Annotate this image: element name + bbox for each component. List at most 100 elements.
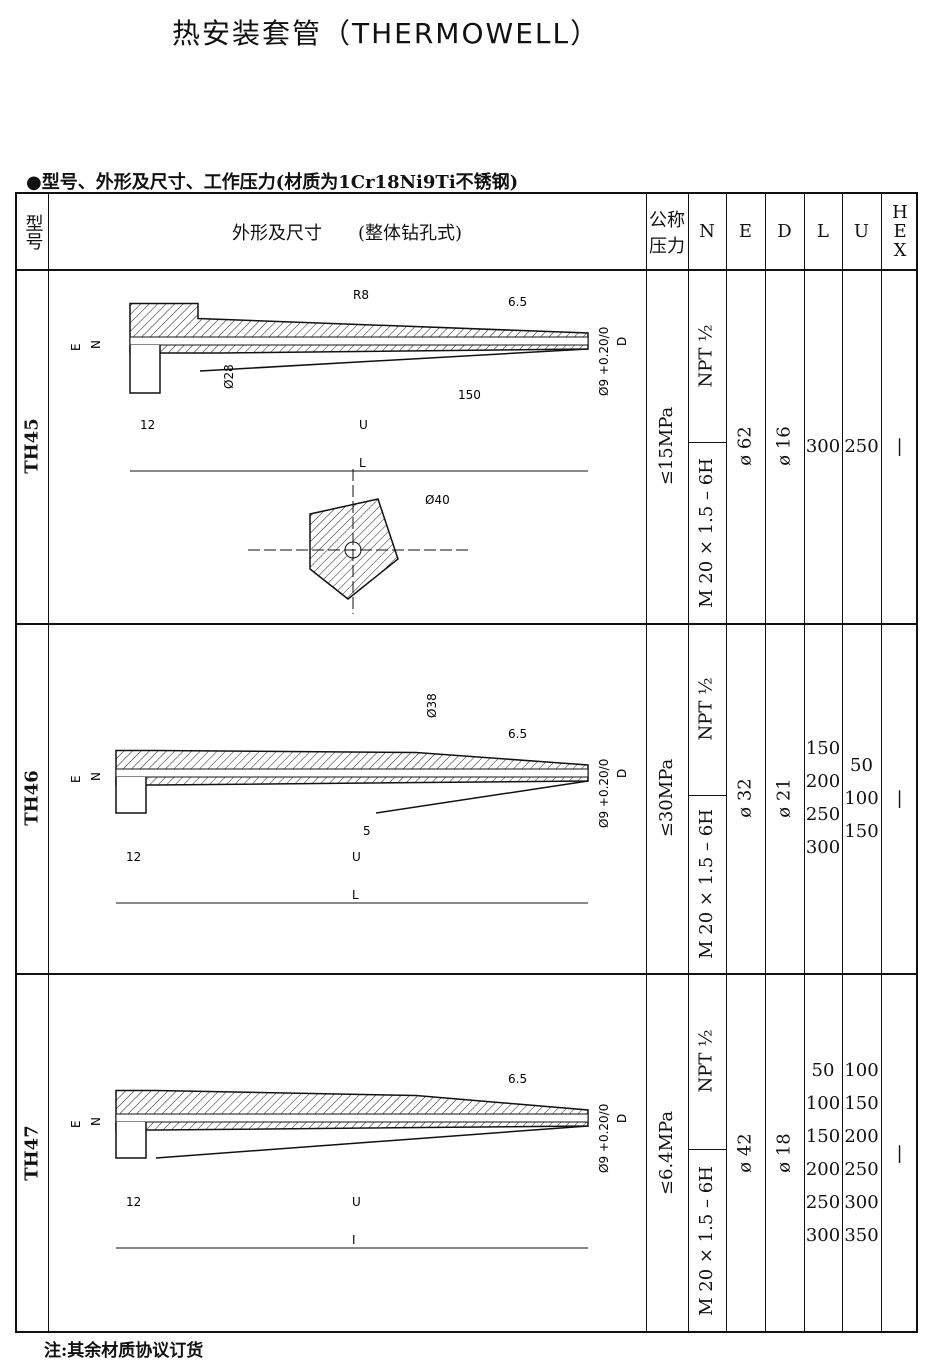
hex-cell: | [881, 269, 918, 623]
d-cell: ø 18 [765, 973, 804, 1333]
footnote: 注:其余材质协议订货 [44, 1341, 204, 1361]
dim-d: D [615, 1114, 629, 1123]
header-model: 型号 [22, 213, 44, 250]
hex-cell: | [881, 973, 918, 1333]
pressure-cell: ≤6.4MPa [646, 973, 688, 1333]
e-cell: ø 32 [726, 623, 765, 973]
hex-cell-text: | [896, 435, 903, 457]
dim-bore: Ø28 [222, 364, 236, 389]
dim-d: D [615, 337, 629, 346]
e-cell-text: ø 62 [734, 426, 756, 466]
model-cell-text: TH46 [21, 770, 43, 826]
l-cell-text: 50 100 150 200 250 300 [805, 1060, 841, 1246]
dim-tip: 6.5 [508, 1072, 527, 1086]
dim-u: U [359, 418, 368, 432]
e-cell-text: ø 32 [734, 778, 756, 818]
d-cell-text: ø 21 [773, 778, 795, 818]
n-top-cell: NPT ½ [688, 973, 726, 1149]
dim-tip: 6.5 [508, 295, 527, 309]
dim-d: D [615, 769, 629, 778]
model-cell: TH47 [17, 973, 48, 1333]
hex-cell: | [881, 623, 918, 973]
dim-bore: Ø38 [425, 693, 439, 718]
n-top-cell-text: NPT ½ [696, 677, 718, 741]
dim-d9: Ø9 +0.20/0 [597, 759, 611, 828]
dim-u: U [352, 850, 361, 864]
d-cell-text: ø 18 [773, 1133, 795, 1173]
n-bottom-cell: M 20 × 1.5 – 6H [688, 1149, 726, 1333]
l-cell: 300 [804, 269, 842, 623]
u-cell-text: 50 100 150 [844, 754, 879, 842]
header-u: U [853, 221, 870, 242]
e-cell: ø 42 [726, 973, 765, 1333]
dim-e: E [69, 343, 83, 351]
n-bottom-cell-text: M 20 × 1.5 – 6H [696, 1166, 717, 1317]
dim-a: 12 [140, 418, 155, 432]
model-cell: TH46 [17, 623, 48, 973]
page-title: 热安装套管（THERMOWELL） [172, 17, 601, 50]
thermowell-section [129, 302, 589, 394]
dim-tip: 6.5 [508, 727, 527, 741]
d-cell: ø 16 [765, 269, 804, 623]
thermowell-section [115, 1089, 589, 1159]
dim-a: 12 [126, 1195, 141, 1209]
hex-end-view [248, 469, 468, 614]
n-top-cell: NPT ½ [688, 623, 726, 795]
u-cell-text: 250 [844, 435, 879, 457]
header-n: N [699, 221, 715, 242]
n-top-cell-text: NPT ½ [696, 324, 718, 388]
hex-cell-text: | [896, 1142, 903, 1164]
header-e: E [738, 221, 753, 242]
dim-n: N [89, 772, 103, 781]
n-bottom-cell-text: M 20 × 1.5 – 6H [696, 457, 717, 608]
n-bottom-cell: M 20 × 1.5 – 6H [688, 795, 726, 974]
pressure-cell: ≤30MPa [646, 623, 688, 973]
spec-table: 型号 外形及尺寸 (整体钻孔式) 公称压力 N E D L U HEX TH45… [15, 192, 918, 1333]
n-bottom-cell-text: M 20 × 1.5 – 6H [696, 808, 717, 959]
u-cell: 50 100 150 [842, 623, 881, 973]
pressure-cell-text: ≤15MPa [656, 406, 678, 486]
model-cell-text: TH47 [21, 1125, 43, 1181]
dim-e: E [69, 1120, 83, 1128]
u-cell-text: 100 150 200 250 300 350 [844, 1060, 879, 1246]
dim-a: 12 [126, 850, 141, 864]
dim-l: I [352, 1233, 356, 1247]
d-cell-text: ø 16 [773, 426, 795, 466]
dim-r: R8 [353, 288, 369, 302]
header-d: D [777, 221, 792, 242]
l-cell: 150 200 250 300 [804, 623, 842, 973]
l-cell: 50 100 150 200 250 300 [804, 973, 842, 1333]
header-hex: HEX [892, 202, 908, 261]
n-top-cell-text: NPT ½ [696, 1029, 718, 1093]
hex-cell-text: | [896, 787, 903, 809]
model-cell-text: TH45 [21, 418, 43, 474]
header-pressure: 公称压力 [649, 209, 685, 257]
n-bottom-cell: M 20 × 1.5 – 6H [688, 442, 726, 623]
dim-len150: 150 [458, 388, 481, 402]
dim-e: E [69, 775, 83, 783]
dim-n: N [89, 1117, 103, 1126]
l-cell-text: 300 [805, 435, 841, 457]
dim-d9: Ø9 +0.20/0 [597, 327, 611, 396]
thermowell-section [115, 749, 589, 814]
pressure-cell-text: ≤6.4MPa [656, 1110, 677, 1196]
e-cell: ø 62 [726, 269, 765, 623]
n-top-cell: NPT ½ [688, 269, 726, 442]
dim-u: U [352, 1195, 361, 1209]
l-cell-text: 150 200 250 300 [805, 738, 841, 858]
model-cell: TH45 [17, 269, 48, 623]
e-cell-text: ø 42 [734, 1133, 756, 1173]
dim-l: L [359, 456, 366, 470]
dim-l: L [352, 888, 359, 902]
pressure-cell: ≤15MPa [646, 269, 688, 623]
dim-d9: Ø9 +0.20/0 [597, 1104, 611, 1173]
header-l: L [817, 221, 829, 242]
header-shape: 外形及尺寸 (整体钻孔式) [231, 222, 463, 244]
table-caption: ●型号、外形及尺寸、工作压力(材质为1Cr18Ni9Ti不锈钢) [26, 172, 519, 193]
dim-hex: Ø40 [425, 493, 450, 507]
u-cell: 250 [842, 269, 881, 623]
